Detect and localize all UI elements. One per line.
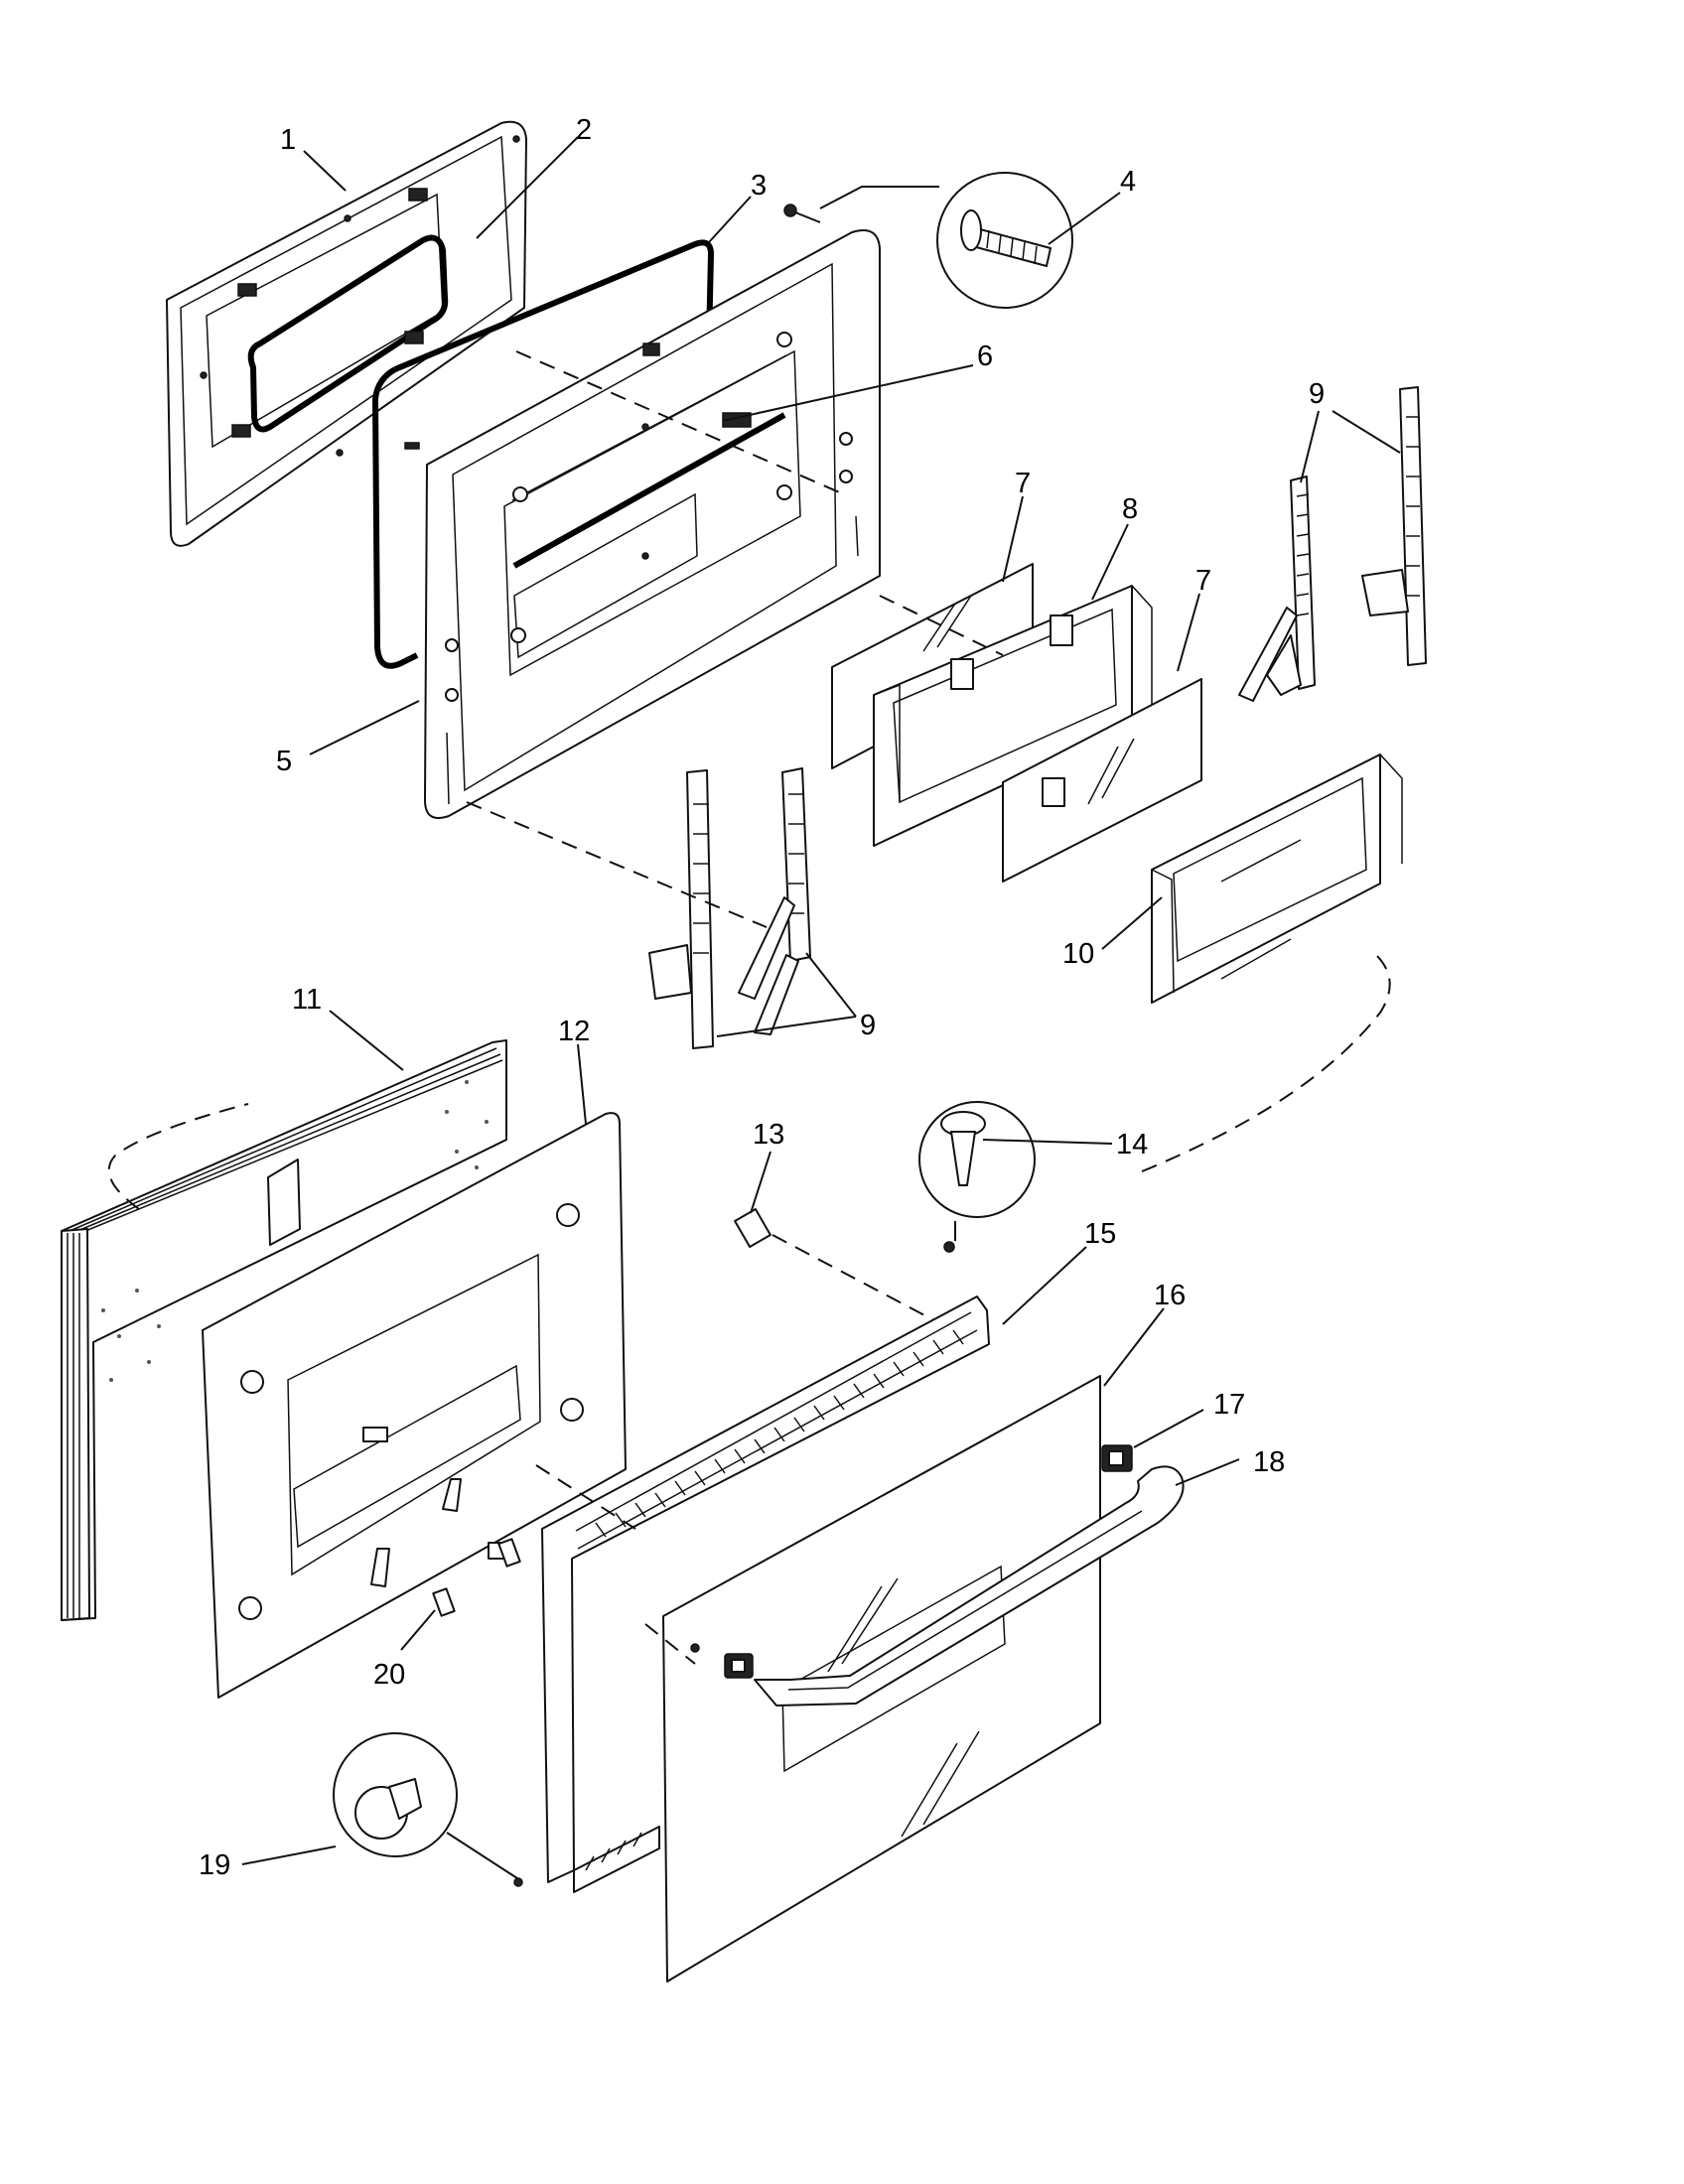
callout-1: 1 [280,124,296,156]
callout-19: 19 [199,1849,230,1881]
door-trim-frame [541,1296,990,1893]
callout-11: 11 [292,984,322,1016]
callout-labels: 1 2 3 4 5 6 7 7 8 9 9 10 11 12 13 14 15 … [199,114,1325,1881]
lower-spacer-frame [1151,753,1403,1004]
insulation-pad [61,1039,507,1621]
hinge-upper-left [1238,476,1316,702]
handle-end-cap [724,1444,1133,1679]
callout-7a: 7 [1015,468,1031,499]
hinge-lower-left [648,769,714,1049]
callout-leaders [241,136,1401,1865]
plug-button-detail [333,1732,523,1887]
callout-9-top: 9 [1309,378,1325,410]
callout-16: 16 [1154,1280,1186,1311]
callout-20: 20 [373,1659,405,1691]
bumper-small [734,1208,772,1248]
callout-13: 13 [753,1119,784,1151]
callout-14: 14 [1116,1129,1148,1160]
glass-pane-lower [1002,678,1202,883]
callout-3: 3 [751,170,767,202]
callout-17: 17 [1213,1389,1245,1421]
screw-detail-bubble-lower [918,1101,1036,1253]
hinge-upper-right [1361,386,1427,666]
callout-9-bottom: 9 [860,1010,876,1041]
screw-detail-bubble [819,172,1073,309]
inner-door-liner [166,120,527,547]
hinge-lower-right [738,767,811,1035]
callout-6: 6 [977,341,993,372]
callout-2: 2 [576,114,592,146]
pin-small [432,1538,521,1617]
inner-door-panel [202,1112,627,1699]
door-handle [754,1465,1185,1706]
callout-8: 8 [1122,493,1138,525]
callout-15: 15 [1084,1218,1116,1250]
callout-7b: 7 [1195,565,1211,597]
callout-18: 18 [1253,1446,1285,1478]
callout-12: 12 [558,1016,590,1047]
callout-5: 5 [276,746,292,777]
callout-10: 10 [1062,938,1094,970]
callout-4: 4 [1120,166,1136,198]
screw-small [783,204,821,223]
door-gasket [372,239,714,669]
